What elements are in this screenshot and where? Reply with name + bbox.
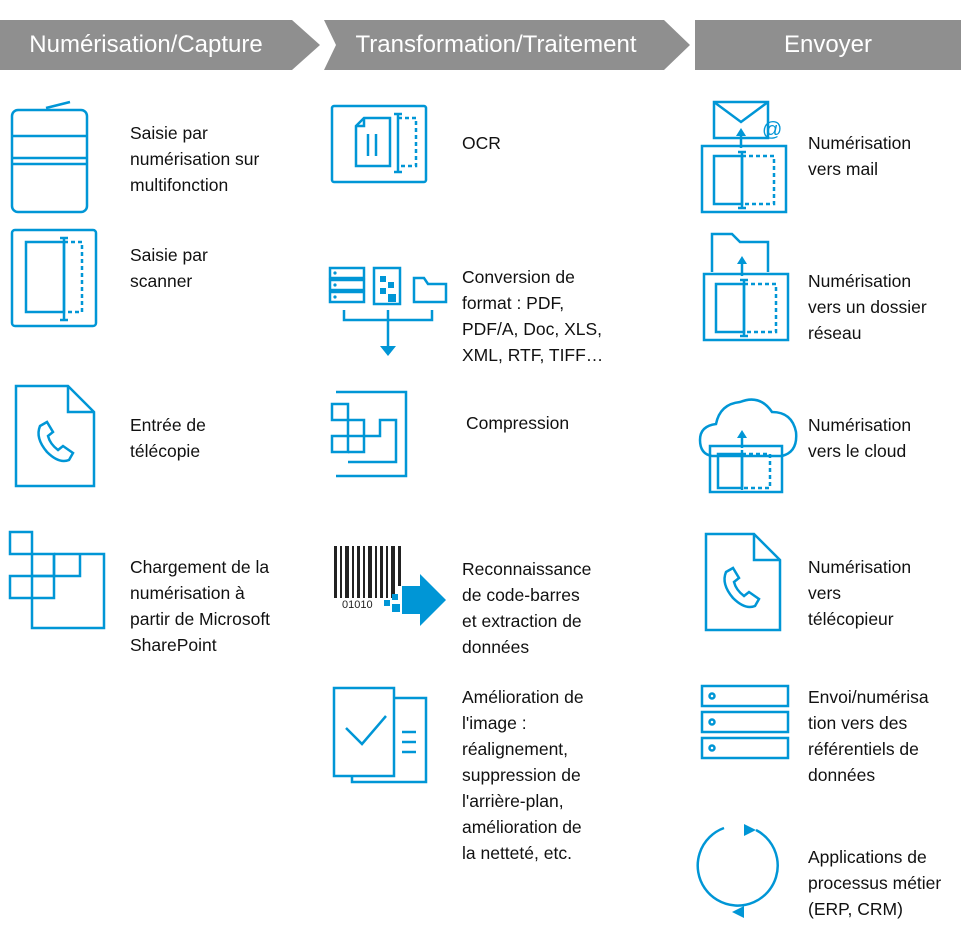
processing-item-label: Compression xyxy=(466,413,570,433)
header-arrow-shape xyxy=(695,20,961,70)
header-arrow-shape xyxy=(0,20,320,70)
scanner-icon xyxy=(10,228,98,328)
scan-to-cloud-icon xyxy=(698,398,798,494)
format-conversion-icon xyxy=(328,266,448,356)
send-item-label: Numérisation vers le cloud xyxy=(808,415,912,461)
capture-item-label: Saisie par scanner xyxy=(130,245,208,291)
send-item-label: Envoi/numérisa tion vers des référentiel… xyxy=(808,687,929,785)
capture-item-label: Chargement de la numérisation à partir d… xyxy=(130,557,271,655)
capture-item-label: Entrée de télécopie xyxy=(130,415,206,461)
image-enhancement-icon xyxy=(332,686,428,784)
send-item-label: Numérisation vers un dossier réseau xyxy=(808,271,927,343)
compression-icon xyxy=(330,390,408,478)
processing-item-label: OCR xyxy=(462,133,501,153)
header-processing: Transformation/Traitement xyxy=(324,0,690,90)
processing-item-label: Amélioration de l'image : réalignement, … xyxy=(462,687,584,863)
capture-item-label: Saisie par numérisation sur multifonctio… xyxy=(130,123,260,195)
svg-text:@: @ xyxy=(762,119,782,141)
scan-to-folder-icon xyxy=(702,232,790,342)
header-send: Envoyer xyxy=(695,0,961,90)
sharepoint-blocks-icon xyxy=(8,530,106,630)
fax-document-icon xyxy=(14,384,96,488)
header-capture-label: Numérisation/Capture xyxy=(29,31,263,58)
scan-to-fax-icon xyxy=(704,532,782,632)
barcode-digits: 01010 xyxy=(342,599,373,611)
send-item-label: Applications de processus métier (ERP, C… xyxy=(808,847,942,919)
multifunction-printer-icon xyxy=(10,100,89,214)
barcode-icon: 01010 xyxy=(334,546,446,626)
send-item-label: Numérisation vers mail xyxy=(808,133,912,179)
scan-to-email-icon: @ xyxy=(700,100,788,214)
processing-item-label: Conversion de format : PDF, PDF/A, Doc, … xyxy=(462,267,604,365)
ocr-icon xyxy=(330,104,428,184)
business-process-icon xyxy=(696,824,779,918)
header-send-label: Envoyer xyxy=(783,31,873,58)
header-capture: Numérisation/Capture xyxy=(0,0,320,90)
data-repository-icon xyxy=(700,684,790,760)
header-processing-label: Transformation/Traitement xyxy=(355,31,637,58)
processing-item-label: Reconnaissance de code-barres et extract… xyxy=(462,559,592,657)
header-arrow-shape xyxy=(324,20,690,70)
send-item-label: Numérisation vers télécopieur xyxy=(808,557,912,629)
